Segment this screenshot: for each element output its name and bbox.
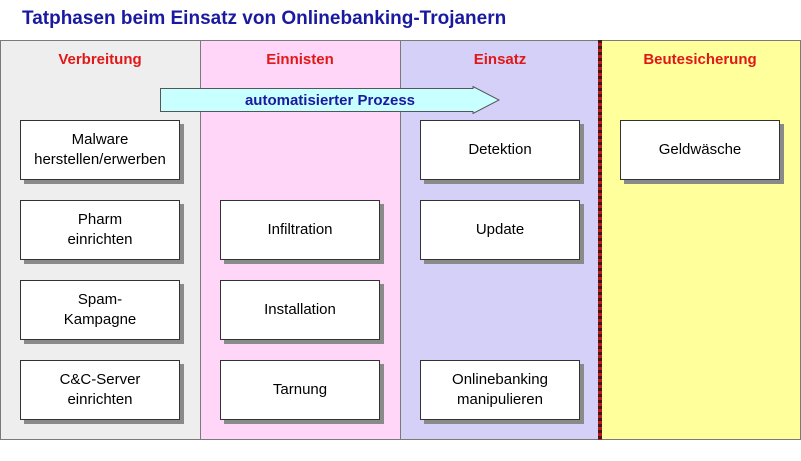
box-installation: Installation	[220, 280, 380, 340]
box-pharm: Pharm einrichten	[20, 200, 180, 260]
box-update: Update	[420, 200, 580, 260]
box-onlinebanking: Onlinebanking manipulieren	[420, 360, 580, 420]
box-infiltration: Infiltration	[220, 200, 380, 260]
box-detektion: Detektion	[420, 120, 580, 180]
process-arrow-label: automatisierter Prozess	[244, 91, 416, 109]
phase-divider	[598, 40, 602, 440]
column-heading-beutesicherung: Beutesicherung	[643, 51, 757, 68]
box-malware: Malware herstellen/erwerben	[20, 120, 180, 180]
box-spam: Spam- Kampagne	[20, 280, 180, 340]
box-geldwaesche: Geldwäsche	[620, 120, 780, 180]
box-cc-server: C&C-Server einrichten	[20, 360, 180, 420]
column-beutesicherung	[600, 40, 801, 440]
column-heading-verbreitung: Verbreitung	[58, 51, 142, 68]
page-title: Tatphasen beim Einsatz von Onlinebanking…	[22, 8, 507, 29]
box-tarnung: Tarnung	[220, 360, 380, 420]
column-heading-einnisten: Einnisten	[266, 51, 334, 68]
column-heading-einsatz: Einsatz	[473, 51, 527, 68]
process-arrow	[160, 86, 500, 114]
